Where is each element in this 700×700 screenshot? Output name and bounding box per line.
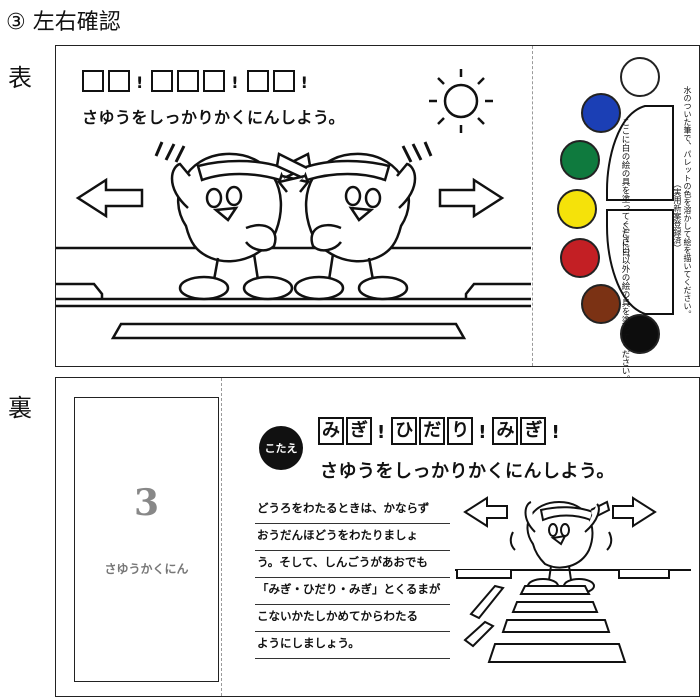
paint-dot	[560, 238, 600, 278]
curb-right	[464, 282, 531, 299]
front-illustration	[56, 69, 531, 340]
paint-dot	[557, 189, 597, 229]
palette-outline	[606, 105, 674, 315]
curb-right	[618, 570, 670, 579]
crosswalk-stripe	[469, 584, 505, 620]
paint-dot	[620, 57, 660, 97]
blank-answer-boxes: ! ! !	[82, 70, 312, 92]
text-line: こないかたしかめてからわたる	[255, 605, 450, 632]
exclamation: !	[300, 73, 308, 92]
blank-box	[203, 70, 226, 92]
explanation-text: どうろをわたるときは、かならず おうだんほどうをわたりましょ う。そして、しんご…	[255, 497, 450, 659]
fold-line	[532, 46, 533, 366]
text-line: 「みぎ・ひだり・みぎ」とくるまが	[255, 578, 450, 605]
left-arrow-icon	[75, 177, 144, 219]
text-line: どうろをわたるときは、かならず	[255, 497, 450, 524]
blank-box	[151, 70, 174, 92]
back-headline: さゆうをしっかりかくにんしよう。	[320, 461, 615, 482]
text-line: う。そして、しんごうがあおでも	[255, 551, 450, 578]
patent-note: （実用新案登録済）	[673, 180, 682, 252]
right-arrow-icon	[438, 177, 505, 219]
exclamation: !	[551, 422, 560, 443]
answer-box: り	[447, 417, 474, 445]
paint-dot	[581, 284, 621, 324]
answer-box: ぎ	[346, 417, 372, 445]
answer-row: み ぎ ! ひ だ り ! み ぎ !	[318, 417, 566, 445]
answer-box: だ	[419, 417, 446, 445]
paint-dot	[581, 93, 621, 133]
crosswalk-stripe	[463, 620, 495, 648]
left-arrow-icon	[463, 496, 508, 528]
blank-box	[108, 70, 130, 92]
exclamation: !	[231, 73, 239, 92]
right-arrow-icon	[612, 496, 657, 528]
palette-instruction-color: ここに白以外の絵の具を塗ってください。	[620, 222, 630, 384]
crosswalk-stripe	[110, 322, 467, 340]
crosswalk-stripe	[501, 619, 611, 633]
bird-character-right	[275, 141, 433, 301]
paint-dot	[620, 314, 660, 354]
sun-icon	[429, 69, 493, 133]
text-line: ようにしましょう。	[255, 632, 450, 659]
answer-badge: こたえ	[259, 426, 303, 470]
palette-instruction-main: 水のついた筆で、パレットの色を溶かして絵を描いてください。	[683, 86, 692, 318]
text-line: おうだんほどうをわたりましょ	[255, 524, 450, 551]
exclamation: !	[136, 73, 144, 92]
palette-instruction-white: ここに白の絵の具を塗ってください。	[620, 118, 630, 263]
fold-line	[221, 378, 222, 696]
blank-box	[177, 70, 200, 92]
paint-dot	[560, 140, 600, 180]
crosswalk-stripe	[487, 643, 627, 663]
curb-left	[456, 570, 512, 579]
title-card: 3 さゆうかくにん	[74, 397, 219, 682]
front-headline: さゆうをしっかりかくにんしよう。	[82, 108, 346, 127]
crosswalk-stripe	[519, 585, 591, 595]
exclamation: !	[377, 422, 386, 443]
front-label: 表	[8, 64, 32, 92]
blank-box	[82, 70, 104, 92]
answer-box: み	[492, 417, 519, 445]
page-title: ③ 左右確認	[6, 10, 121, 35]
answer-box: ぎ	[520, 417, 547, 445]
back-illustration	[455, 496, 691, 663]
blank-box	[246, 70, 269, 92]
answer-box: み	[318, 417, 344, 445]
blank-box	[272, 70, 295, 92]
exclamation: !	[478, 422, 487, 443]
curb-left	[56, 282, 104, 299]
card-number: 3	[133, 482, 160, 524]
crosswalk-stripe	[511, 601, 599, 613]
card-title: さゆうかくにん	[104, 562, 189, 576]
answer-box: ひ	[391, 417, 418, 445]
back-label: 裏	[8, 394, 32, 422]
bird-character	[509, 500, 613, 594]
